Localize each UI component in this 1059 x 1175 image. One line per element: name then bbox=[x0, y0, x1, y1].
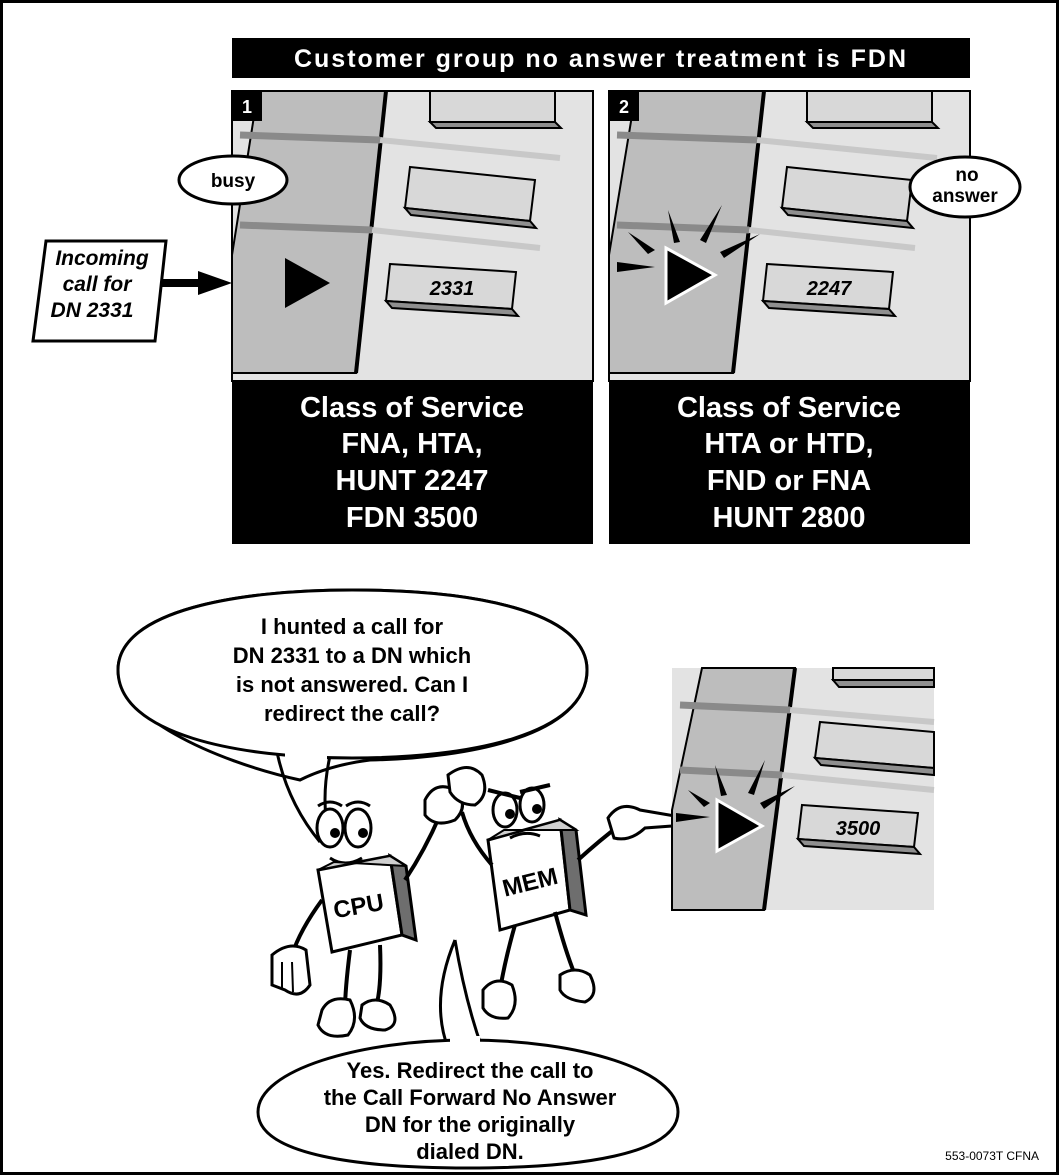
panel-3-key-middle bbox=[815, 722, 934, 775]
diagram-title: Customer group no answer treatment is FD… bbox=[294, 45, 908, 73]
panel-2: 2247 2 no answer Class of Service HTA or… bbox=[609, 91, 1020, 544]
panel-2-status-line: no bbox=[955, 165, 978, 186]
panel-2-cos-line: FND or FNA bbox=[707, 465, 871, 497]
panel-1-cos-line: FDN 3500 bbox=[346, 502, 478, 534]
panel-3-key-top bbox=[833, 668, 934, 687]
panel-2-cos-line: HTA or HTD, bbox=[704, 428, 873, 460]
mem-speech-line: Yes. Redirect the call to bbox=[347, 1058, 594, 1083]
panel-2-status-line: answer bbox=[932, 186, 998, 207]
incoming-line: call for bbox=[63, 273, 134, 296]
cpu-speech-line: is not answered. Can I bbox=[236, 672, 468, 697]
panel-2-key-label: 2247 bbox=[806, 278, 852, 300]
cpu-speech-line: DN 2331 to a DN which bbox=[233, 643, 471, 668]
mem-speech-line: DN for the originally bbox=[365, 1112, 576, 1137]
cpu-speech-line: redirect the call? bbox=[264, 701, 440, 726]
panel-1-cos-line: HUNT 2247 bbox=[335, 465, 488, 497]
panel-2-cos-line: HUNT 2800 bbox=[712, 502, 865, 534]
cpu-speech-line: I hunted a call for bbox=[261, 614, 444, 639]
panel-1-key-label: 2331 bbox=[429, 278, 475, 300]
panel-2-key-top bbox=[807, 91, 938, 128]
incoming-call-label: Incoming call for DN 2331 bbox=[33, 241, 166, 341]
incoming-line: Incoming bbox=[55, 247, 149, 270]
panel-2-number: 2 bbox=[619, 97, 629, 117]
panel-1-key-2331: 2331 bbox=[386, 264, 518, 316]
title-banner: Customer group no answer treatment is FD… bbox=[232, 38, 970, 78]
panel-3-key-3500: 3500 bbox=[798, 805, 920, 854]
panel-1-status: busy bbox=[211, 171, 256, 192]
panel-2-cos-line: Class of Service bbox=[677, 392, 901, 424]
panel-1-key-top bbox=[430, 91, 561, 128]
mem-speech-line: the Call Forward No Answer bbox=[324, 1085, 617, 1110]
incoming-line: DN 2331 bbox=[51, 299, 134, 322]
panel-2-key-2247: 2247 bbox=[763, 264, 895, 316]
cpu-character-icon: CPU bbox=[272, 802, 440, 1036]
panel-1-number: 1 bbox=[242, 97, 252, 117]
mem-speech-bubble: Yes. Redirect the call to the Call Forwa… bbox=[258, 940, 678, 1168]
panel-3-key-label: 3500 bbox=[836, 818, 881, 840]
mem-speech-line: dialed DN. bbox=[416, 1139, 524, 1164]
panel-1-cos-line: FNA, HTA, bbox=[341, 428, 482, 460]
figure-id: 553-0073T CFNA bbox=[945, 1149, 1039, 1163]
panel-1-cos-line: Class of Service bbox=[300, 392, 524, 424]
incoming-arrow-icon bbox=[162, 271, 232, 295]
panel-3: 3500 bbox=[672, 668, 934, 910]
panel-1: 2331 1 busy Class of Service FNA, HTA, H… bbox=[179, 91, 593, 544]
